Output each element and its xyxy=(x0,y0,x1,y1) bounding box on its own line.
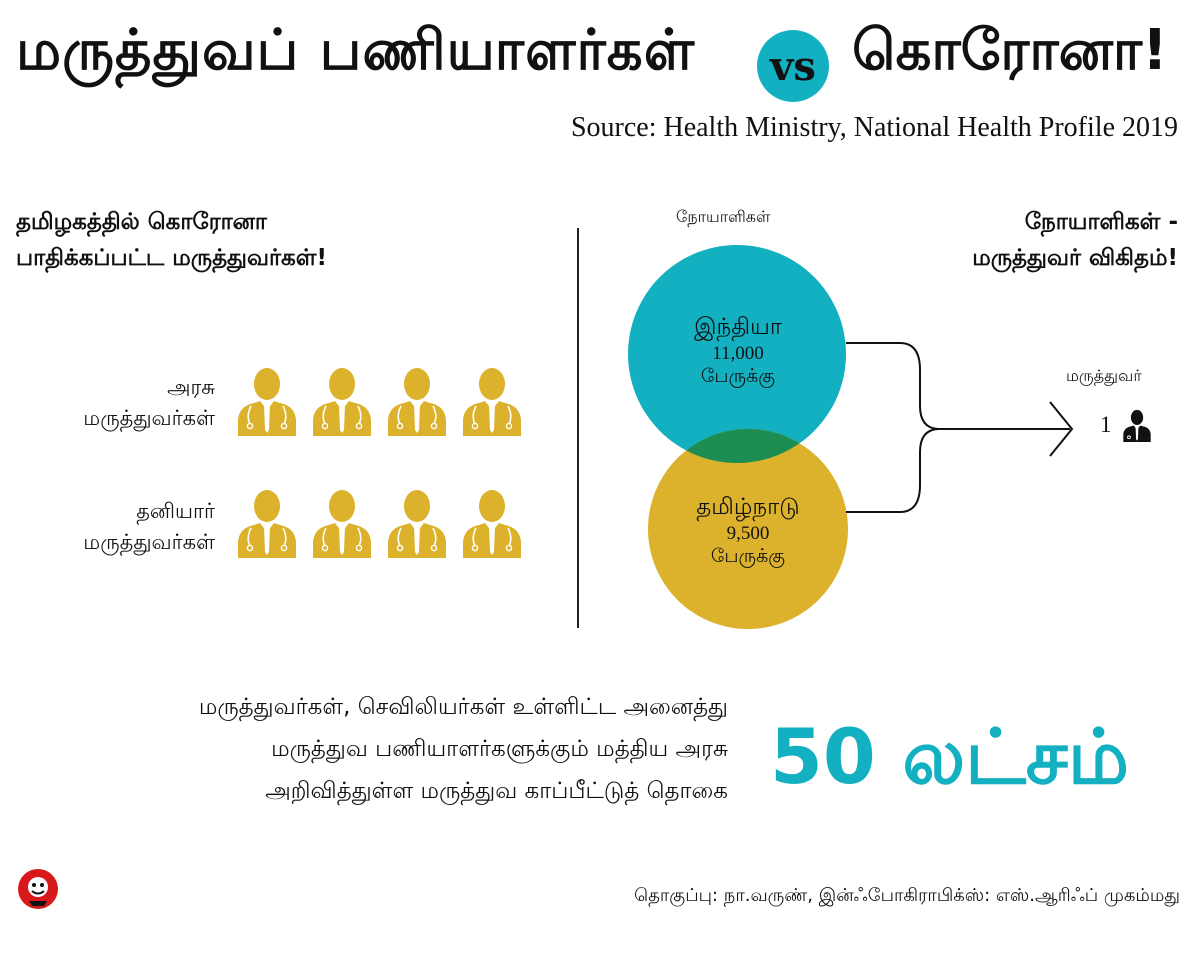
row-label-line1: தனியார் xyxy=(136,499,215,523)
right-heading: நோயாளிகள் - மருத்துவர் விகிதம்! xyxy=(972,204,1178,276)
patients-label: நோயாளிகள் xyxy=(676,207,771,226)
right-heading-line1: நோயாளிகள் - xyxy=(1024,209,1178,235)
connector-top xyxy=(846,342,1070,430)
left-heading-line2: பாதிக்கப்பட்ட மருத்துவர்கள்! xyxy=(16,245,327,271)
insurance-line1: மருத்துவர்கள், செவிலியர்கள் உள்ளிட்ட அனை… xyxy=(198,694,728,720)
title-right: கொரோனா! xyxy=(852,18,1168,83)
venn-diagram xyxy=(628,245,1074,629)
doctor-icon xyxy=(386,486,448,558)
doctor-icon xyxy=(461,486,523,558)
title-left: மருத்துவப் பணியாளர்கள் xyxy=(16,18,696,83)
doctor-icon xyxy=(461,364,523,436)
row-label-line1: அரசு xyxy=(167,375,215,399)
doctor-ratio: 1 xyxy=(1100,412,1112,437)
arrow-head-icon xyxy=(1049,401,1074,457)
insurance-line3: அறிவித்துள்ள மருத்துவ காப்பீட்டுத் தொகை xyxy=(265,778,728,804)
left-heading: தமிழகத்தில் கொரோனா பாதிக்கப்பட்ட மருத்து… xyxy=(16,204,327,276)
row-label-government: அரசு மருத்துவர்கள் xyxy=(10,372,215,434)
row-label-private: தனியார் மருத்துவர்கள் xyxy=(10,496,215,558)
doctor-icon xyxy=(236,364,298,436)
tamilnadu-value: 9,500 xyxy=(726,523,770,544)
tamilnadu-label: தமிழ்நாடு 9,500 பேருக்கு xyxy=(670,492,826,569)
india-circle xyxy=(628,245,846,463)
tamilnadu-unit: பேருக்கு xyxy=(710,546,786,567)
doctor-icon xyxy=(236,486,298,558)
left-heading-line1: தமிழகத்தில் கொரோனா xyxy=(16,209,267,235)
section-divider xyxy=(577,228,579,628)
credit-line: தொகுப்பு: நா.வருண், இன்ஃபோகிராபிக்ஸ்: எஸ… xyxy=(634,885,1180,906)
doctor-icons-government xyxy=(236,364,523,436)
row-label-line2: மருத்துவர்கள் xyxy=(83,406,215,430)
source-note: Source: Health Ministry, National Health… xyxy=(570,112,1178,143)
tamilnadu-name: தமிழ்நாடு xyxy=(696,494,800,520)
india-value: 11,000 xyxy=(712,343,764,364)
insurance-text: மருத்துவர்கள், செவிலியர்கள் உள்ளிட்ட அனை… xyxy=(199,686,728,812)
doctor-icon xyxy=(311,364,373,436)
doctor-icon xyxy=(386,364,448,436)
india-label: இந்தியா 11,000 பேருக்கு xyxy=(660,312,816,389)
tamilnadu-circle xyxy=(648,429,848,629)
right-heading-line2: மருத்துவர் விகிதம்! xyxy=(972,245,1178,271)
vikatan-logo-icon xyxy=(18,869,58,909)
insurance-amount: 50 லட்சம் xyxy=(770,712,1130,801)
india-unit: பேருக்கு xyxy=(700,366,776,387)
row-label-line2: மருத்துவர்கள் xyxy=(83,530,215,554)
insurance-line2: மருத்துவ பணியாளர்களுக்கும் மத்திய அரசு xyxy=(271,736,728,762)
india-name: இந்தியா xyxy=(694,314,782,340)
doctor-label: மருத்துவர் xyxy=(1066,366,1142,385)
doctor-dark-icon xyxy=(1122,408,1152,442)
doctor-icons-private xyxy=(236,486,523,558)
doctor-icon xyxy=(311,486,373,558)
vs-badge: vs xyxy=(757,30,829,102)
connector-bottom xyxy=(846,428,939,513)
